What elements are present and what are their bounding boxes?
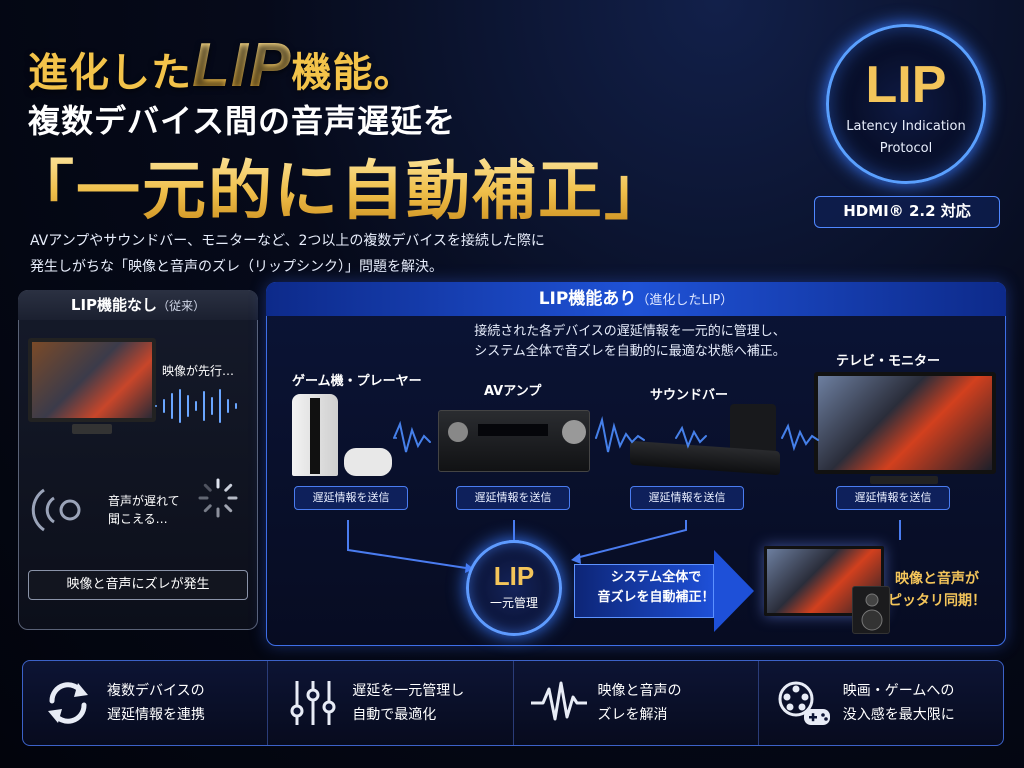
game-console-core [310, 398, 320, 474]
sound-late-label: 音声が遅れて 聞こえる… [108, 492, 180, 528]
send-latency-tv: 遅延情報を送信 [836, 486, 950, 510]
auto-correct-label: システム全体で 音ズレを自動補正！ [586, 568, 726, 608]
tv-monitor-icon [814, 372, 996, 474]
lip-hub-title: LIP [493, 561, 535, 591]
headline-line2: 複数デバイス間の音声遅延を [28, 102, 457, 140]
tv-monitor-stand [870, 476, 938, 484]
sliders-icon [282, 675, 344, 731]
synced-speaker-icon [852, 586, 890, 634]
sync-label: 映像と音声が ピッタリ同期！ [888, 568, 986, 612]
feature-bar: 複数デバイスの 遅延情報を連携 遅延を一元管理し 自動で最適化 映像と音声の ズ… [22, 660, 1004, 746]
intro-line1: AVアンプやサウンドバー、モニターなど、2つ以上の複数デバイスを接続した際に [30, 233, 545, 249]
tv-icon [28, 338, 156, 422]
auto-correct-arrow [574, 564, 714, 618]
film-gamepad-icon [773, 675, 835, 731]
sound-late-line2: 聞こえる… [108, 512, 168, 526]
gamepad-icon [344, 448, 392, 476]
feature-item: 複数デバイスの 遅延情報を連携 [23, 661, 269, 745]
auto-correct-line2: 音ズレを自動補正！ [597, 590, 715, 605]
video-first-label: 映像が先行… [162, 364, 235, 378]
waveform-icon [528, 675, 590, 731]
speaker-waves-icon [31, 488, 81, 532]
device-label-amp: AVアンプ [484, 384, 542, 399]
arrow-head-icon [714, 550, 754, 632]
feature-text: 複数デバイスの 遅延情報を連携 [107, 683, 205, 723]
badge-line2: Protocol [879, 141, 933, 156]
av-amplifier-icon [438, 410, 590, 472]
waveform-icon [155, 389, 237, 423]
lip-description-line1: 接続された各デバイスの遅延情報を一元的に管理し、 [474, 324, 786, 339]
tv-stand [72, 424, 112, 434]
auto-correct-line1: システム全体で [610, 570, 702, 585]
panel-without-lip-note: （従来） [157, 299, 206, 313]
intro-text: AVアンプやサウンドバー、モニターなど、2つ以上の複数デバイスを接続した際に 発… [30, 228, 650, 280]
feature-item: 映画・ゲームへの 没入感を最大限に [759, 661, 1003, 745]
feature-text: 遅延を一元管理し 自動で最適化 [352, 683, 465, 723]
connection-lines [347, 416, 901, 573]
headline-lip: LIP [192, 31, 292, 100]
amp-display [478, 424, 548, 436]
send-latency-amp: 遅延情報を送信 [456, 486, 570, 510]
headline-line3: 「一元的に自動補正」 [10, 140, 670, 232]
sync-line2: ピッタリ同期！ [888, 593, 986, 609]
device-label-player: ゲーム機・プレーヤー [292, 374, 422, 389]
mismatch-label: 映像と音声にズレが発生 [28, 570, 248, 600]
panel-with-lip-title: LIP機能あり [538, 289, 637, 309]
speaker-cone-icon [861, 593, 883, 631]
lip-hub: LIP 一元管理 [466, 540, 562, 636]
lip-badge: LIP Latency Indication Protocol [826, 24, 986, 184]
intro-line2: 発生しがちな「映像と音声のズレ（リップシンク）」問題を解決。 [30, 259, 443, 275]
headline-line1: 進化したLIP機能。 [28, 30, 414, 101]
send-latency-soundbar: 遅延情報を送信 [630, 486, 744, 510]
badge-title: LIP [865, 56, 947, 114]
panel-without-lip-title: LIP機能なし [70, 296, 158, 314]
panel-with-lip-note: （進化したLIP） [636, 293, 734, 308]
feature-text: 映像と音声の ズレを解消 [597, 683, 682, 723]
panel-without-lip-header: LIP機能なし（従来） [18, 290, 258, 320]
subwoofer-icon [730, 404, 776, 454]
badge-line1: Latency Indication [846, 119, 966, 134]
lip-description-line2: システム全体で音ズレを自動的に最適な状態へ補正。 [474, 344, 786, 359]
feature-item: 遅延を一元管理し 自動で最適化 [268, 661, 514, 745]
loading-spinner-icon [198, 478, 238, 518]
device-label-soundbar: サウンドバー [650, 388, 729, 403]
headline-post: 機能。 [291, 50, 415, 96]
device-label-tv: テレビ・モニター [836, 354, 941, 369]
sync-line1: 映像と音声が [895, 571, 979, 587]
sound-late-line1: 音声が遅れて [108, 494, 180, 508]
send-latency-player: 遅延情報を送信 [294, 486, 408, 510]
lip-description: 接続された各デバイスの遅延情報を一元的に管理し、 システム全体で音ズレを自動的に… [380, 322, 880, 362]
hdmi-badge: HDMI® 2.2 対応 [814, 196, 1000, 228]
amp-knob-left [448, 422, 468, 442]
amp-knob-right [562, 420, 586, 444]
panel-with-lip-header: LIP機能あり（進化したLIP） [266, 282, 1006, 316]
feature-text: 映画・ゲームへの 没入感を最大限に [842, 683, 955, 723]
feature-item: 映像と音声の ズレを解消 [514, 661, 759, 745]
sync-arrows-icon [37, 675, 99, 731]
headline-pre: 進化した [28, 50, 192, 96]
lip-hub-sub: 一元管理 [489, 596, 538, 610]
